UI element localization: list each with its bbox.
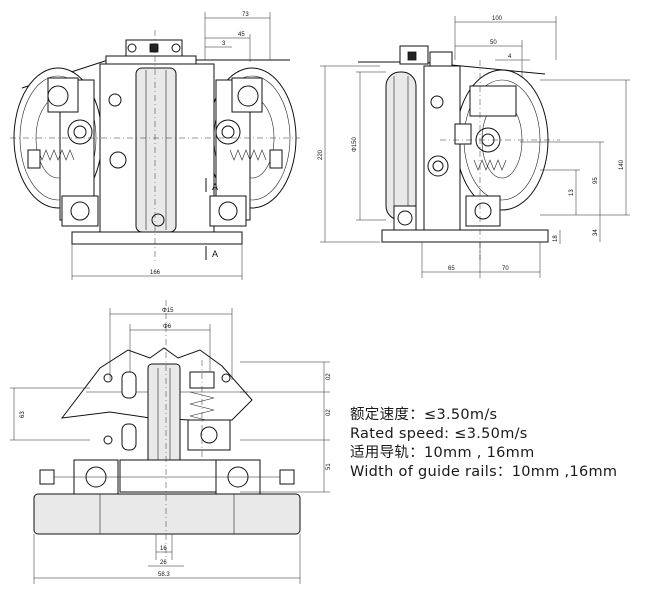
dim-section-phi15: Φ15 [162, 308, 174, 314]
dim-side-100: 100 [492, 16, 503, 22]
spec-guide-rail-en: Width of guide rails：10mm ,16mm [350, 464, 618, 480]
spec-guide-rail-cn: 适用导轨：10mm , 16mm [350, 445, 535, 461]
dim-side-18: 18 [553, 235, 559, 242]
dim-section-51: 51 [326, 463, 332, 470]
section-mark-a-bottom: A [212, 249, 218, 259]
section-mark-a-top: A [212, 182, 218, 192]
front-view: 73 45 3 [10, 12, 300, 280]
dim-side-4: 4 [508, 54, 512, 60]
dim-front-3: 3 [222, 41, 226, 47]
section-view: Φ15 Φ6 [10, 300, 332, 584]
dim-section-63: 63 [20, 411, 26, 418]
dim-side-phi150: Φ150 [352, 137, 358, 152]
dim-section-58-3: 58.3 [158, 572, 170, 578]
dim-section-02a: 02 [326, 373, 332, 380]
dim-section-02b: 02 [326, 409, 332, 416]
spec-rated-speed-en: Rated speed: ≤3.50m/s [350, 426, 528, 442]
dim-section-phi6: Φ6 [163, 324, 172, 330]
dim-front-45: 45 [238, 32, 245, 38]
side-view: 100 50 4 [318, 16, 630, 278]
dim-side-95: 95 [593, 177, 599, 184]
dim-front-166: 166 [150, 270, 161, 276]
dim-section-16: 16 [160, 546, 167, 552]
dim-side-65: 65 [448, 266, 455, 272]
dim-side-140: 140 [619, 159, 625, 170]
dim-side-13: 13 [569, 189, 575, 196]
dim-side-220: 220 [318, 149, 324, 160]
dim-side-70: 70 [502, 266, 509, 272]
dim-section-26: 26 [160, 560, 167, 566]
spec-rated-speed-cn: 额定速度：≤3.50m/s [350, 407, 498, 423]
dim-side-34: 34 [593, 229, 599, 236]
specifications-block: 额定速度：≤3.50m/s Rated speed: ≤3.50m/s 适用导轨… [350, 406, 660, 482]
dim-side-50: 50 [490, 40, 497, 46]
dim-front-top: 73 [242, 12, 249, 18]
